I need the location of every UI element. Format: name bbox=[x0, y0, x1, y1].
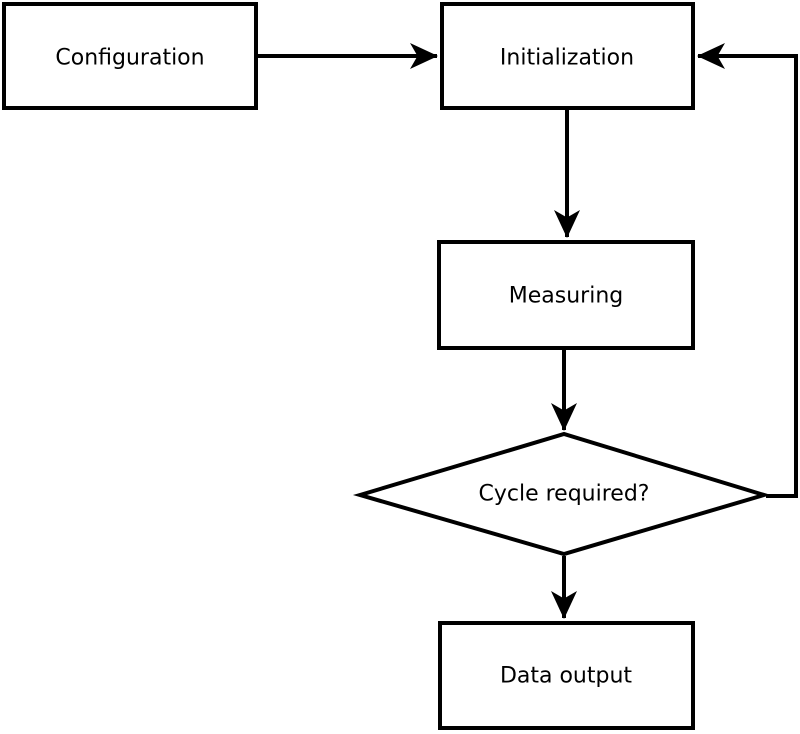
node-initialization-label: Initialization bbox=[500, 46, 634, 71]
node-measuring-label: Measuring bbox=[509, 284, 623, 309]
node-measuring-box bbox=[437, 240, 695, 350]
node-configuration-label: Configuration bbox=[55, 46, 204, 71]
node-initialization-box bbox=[440, 2, 695, 110]
node-cycle-required-diamond bbox=[352, 431, 771, 557]
edge-cycle-required-to-initialization-feedback bbox=[697, 43, 798, 498]
node-cycle-required-label: Cycle required? bbox=[479, 482, 650, 507]
node-data-output-label: Data output bbox=[500, 664, 632, 689]
node-configuration-box bbox=[2, 2, 258, 110]
node-data-output-box bbox=[438, 621, 695, 730]
